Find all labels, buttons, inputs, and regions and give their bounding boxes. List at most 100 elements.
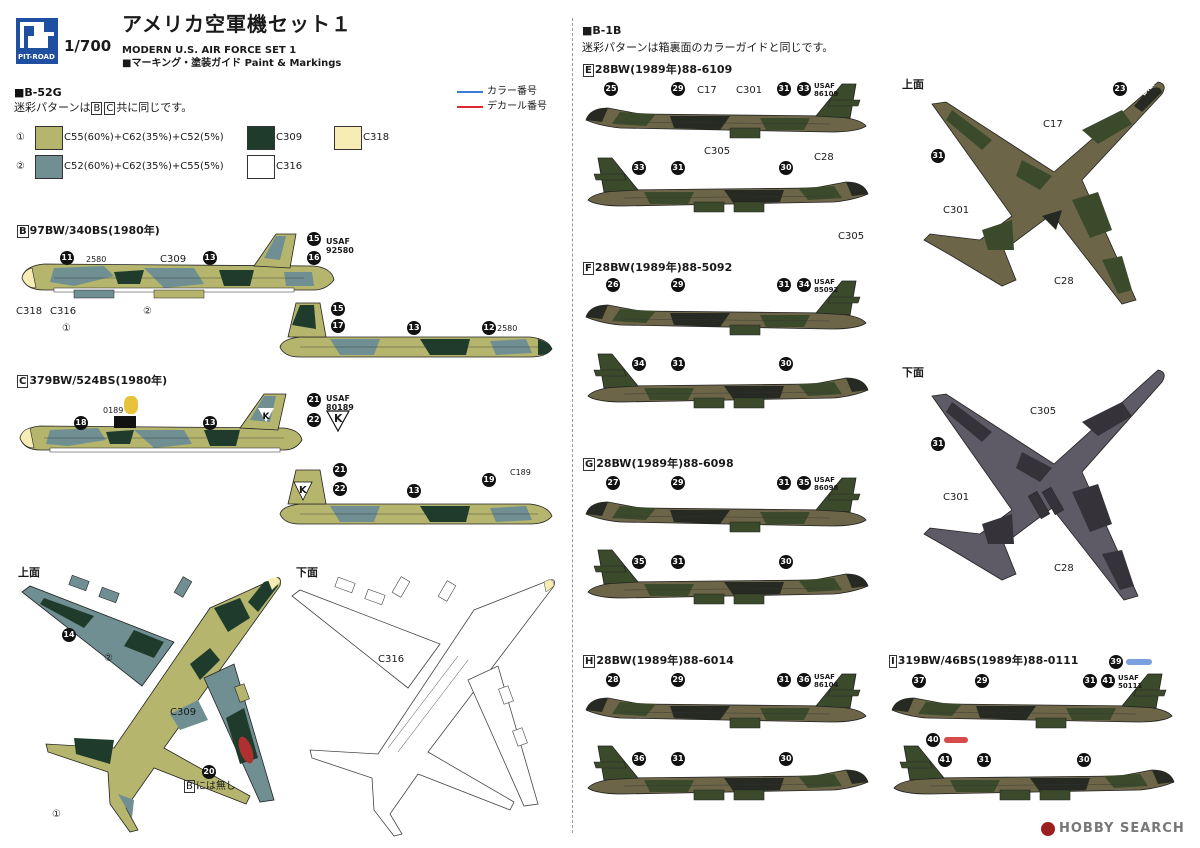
page-subtitle: MODERN U.S. AIR FORCE SET 1 xyxy=(122,45,297,56)
top-no-b-text: には無し xyxy=(195,781,236,792)
decal-31-i: 31 xyxy=(1083,674,1097,688)
b1-bottom-view-label: 下面 xyxy=(902,366,924,379)
b-label-1: ① xyxy=(62,323,71,334)
decal-29-e: 29 xyxy=(671,82,685,96)
decal-31-e: 31 xyxy=(777,82,791,96)
b1-bottom-c301: C301 xyxy=(943,492,970,503)
variant-f-letter: F xyxy=(583,262,594,275)
c309-label: C309 xyxy=(276,132,303,143)
decal-28-h: 28 xyxy=(606,673,620,687)
b52-side-view-b xyxy=(21,233,335,299)
e-c305: C305 xyxy=(704,146,731,157)
top-no-b-letter: B xyxy=(184,780,195,793)
c2-serial: C189 xyxy=(510,468,531,477)
decal-31-e2: 31 xyxy=(671,161,685,175)
b52-note-post: 共に同じです。 xyxy=(116,101,193,114)
decal-35-g2: 35 xyxy=(632,555,646,569)
variant-e-letter: E xyxy=(583,64,594,77)
variant-i-title-text: 319BW/46BS(1989年)88-0111 xyxy=(897,654,1079,667)
b52-top-view xyxy=(21,574,281,833)
decal-29-i: 29 xyxy=(975,674,989,688)
f-serial: 85092 xyxy=(814,286,839,294)
pit-road-logo: PIT-ROAD xyxy=(16,18,58,64)
decal-41-i2: 41 xyxy=(938,753,952,767)
decal-30-f2: 30 xyxy=(779,357,793,371)
b1-top-view: DILI xyxy=(923,81,1165,305)
decal-19-c2: 19 xyxy=(482,473,496,487)
i-blue-strip xyxy=(1126,659,1152,665)
c-serial-small: 0189 xyxy=(103,406,124,415)
b52-side-view-c2 xyxy=(279,469,553,525)
variant-b-letter: B xyxy=(17,225,29,238)
legend-color-line xyxy=(457,91,483,93)
svg-text:K: K xyxy=(263,412,271,422)
decal-21-c2: 21 xyxy=(333,463,347,477)
k-triangle-decal xyxy=(325,410,351,433)
decal-36-h: 36 xyxy=(797,673,811,687)
decal-20-top: 20 xyxy=(202,765,216,779)
b1-side-g-right xyxy=(587,549,869,605)
decal-22-c: 22 xyxy=(307,413,321,427)
mix2-label: C52(60%)+C62(35%)+C55(5%) xyxy=(64,161,224,172)
b2-serial: 2580 xyxy=(497,324,518,333)
b52-note-c: C xyxy=(104,102,116,115)
decal-11-b: 11 xyxy=(60,251,74,265)
decal-37-i: 37 xyxy=(912,674,926,688)
b1-bottom-view xyxy=(923,369,1165,601)
variant-e-title-text: 28BW(1989年)88-6109 xyxy=(594,63,733,76)
i-red-strip xyxy=(944,737,968,743)
decal-15-b: 15 xyxy=(307,232,321,246)
decal-31-g: 31 xyxy=(777,476,791,490)
f-usaf: USAF xyxy=(814,278,835,286)
b1-top-c28: C28 xyxy=(1054,276,1074,287)
b1-top-c301: C301 xyxy=(943,205,970,216)
decal-29-g: 29 xyxy=(671,476,685,490)
mix1-swatch xyxy=(35,126,63,150)
decal-30-e2: 30 xyxy=(779,161,793,175)
decal-30-i2: 30 xyxy=(1077,753,1091,767)
b-serial: 92580 xyxy=(326,246,354,255)
guide-heading: ■マーキング・塗装ガイド Paint & Markings xyxy=(122,58,342,69)
decal-12-b2: 12 xyxy=(482,321,496,335)
section-divider xyxy=(572,18,573,833)
mix1-num: ① xyxy=(16,132,25,143)
variant-f-title-text: 28BW(1989年)88-5092 xyxy=(594,261,733,274)
k-tail-letter: K xyxy=(299,485,307,496)
b-label-2: ② xyxy=(143,306,152,317)
decal-40-i2: 40 xyxy=(926,733,940,747)
decal-31-f: 31 xyxy=(777,278,791,292)
b52-top-view-label: 上面 xyxy=(18,566,40,579)
e-c305-2: C305 xyxy=(838,231,865,242)
b1-side-h-right xyxy=(587,745,869,801)
decal-41-i: 41 xyxy=(1101,674,1115,688)
variant-c-title-text: 379BW/524BS(1980年) xyxy=(29,374,168,387)
decal-21-c: 21 xyxy=(307,393,321,407)
e-usaf: USAF xyxy=(814,82,835,90)
decal-13-b2: 13 xyxy=(407,321,421,335)
decal-26-f: 26 xyxy=(606,278,620,292)
decal-16-b: 16 xyxy=(307,251,321,265)
k-triangle-letter: K xyxy=(334,412,343,425)
b-label-c316: C316 xyxy=(50,306,77,317)
e-c28: C28 xyxy=(814,152,834,163)
legend-decal-label: デカール番号 xyxy=(487,101,547,112)
mix1-label: C55(60%)+C62(35%)+C52(5%) xyxy=(64,132,224,143)
decal-17-b2: 17 xyxy=(331,319,345,333)
c-nose-art xyxy=(124,396,138,414)
variant-g-title-text: 28BW(1989年)88-6098 xyxy=(596,457,734,470)
c-usaf: USAF xyxy=(326,394,350,403)
b52-bottom-view xyxy=(291,576,555,837)
b52-bottom-view-label: 下面 xyxy=(296,566,318,579)
b1-top-c17: C17 xyxy=(1043,119,1063,130)
top-label-1: ① xyxy=(52,809,61,820)
mix2-swatch xyxy=(35,155,63,179)
b1-note: 迷彩パターンは箱裏面のカラーガイドと同じです。 xyxy=(582,41,834,54)
c309-swatch xyxy=(247,126,275,150)
